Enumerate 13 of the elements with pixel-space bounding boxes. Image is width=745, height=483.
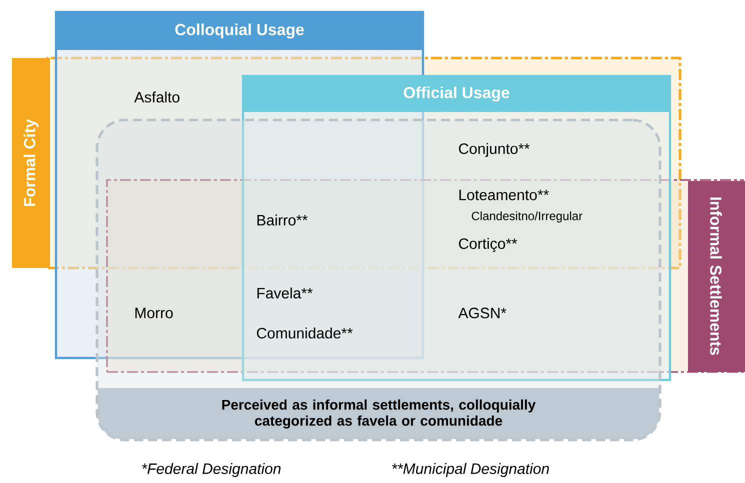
term-label: Clandesitno/Irregular [472,211,582,223]
term-label: Comunidade** [256,328,353,338]
term-label: Morro [135,308,173,318]
term-label: Conjunto** [458,143,530,157]
term-label: Favela** [257,288,313,298]
term-label: AGSN* [458,308,506,318]
footnote: *Federal Designation [142,463,281,477]
footnote: **Municipal Designation [392,463,549,477]
node-label: Formal City [24,119,38,206]
term-label: Loteamento** [459,190,549,200]
term-label: Asfalto [134,92,180,102]
term-label: Bairro** [257,214,308,226]
term-label: Cortiço** [458,238,518,252]
